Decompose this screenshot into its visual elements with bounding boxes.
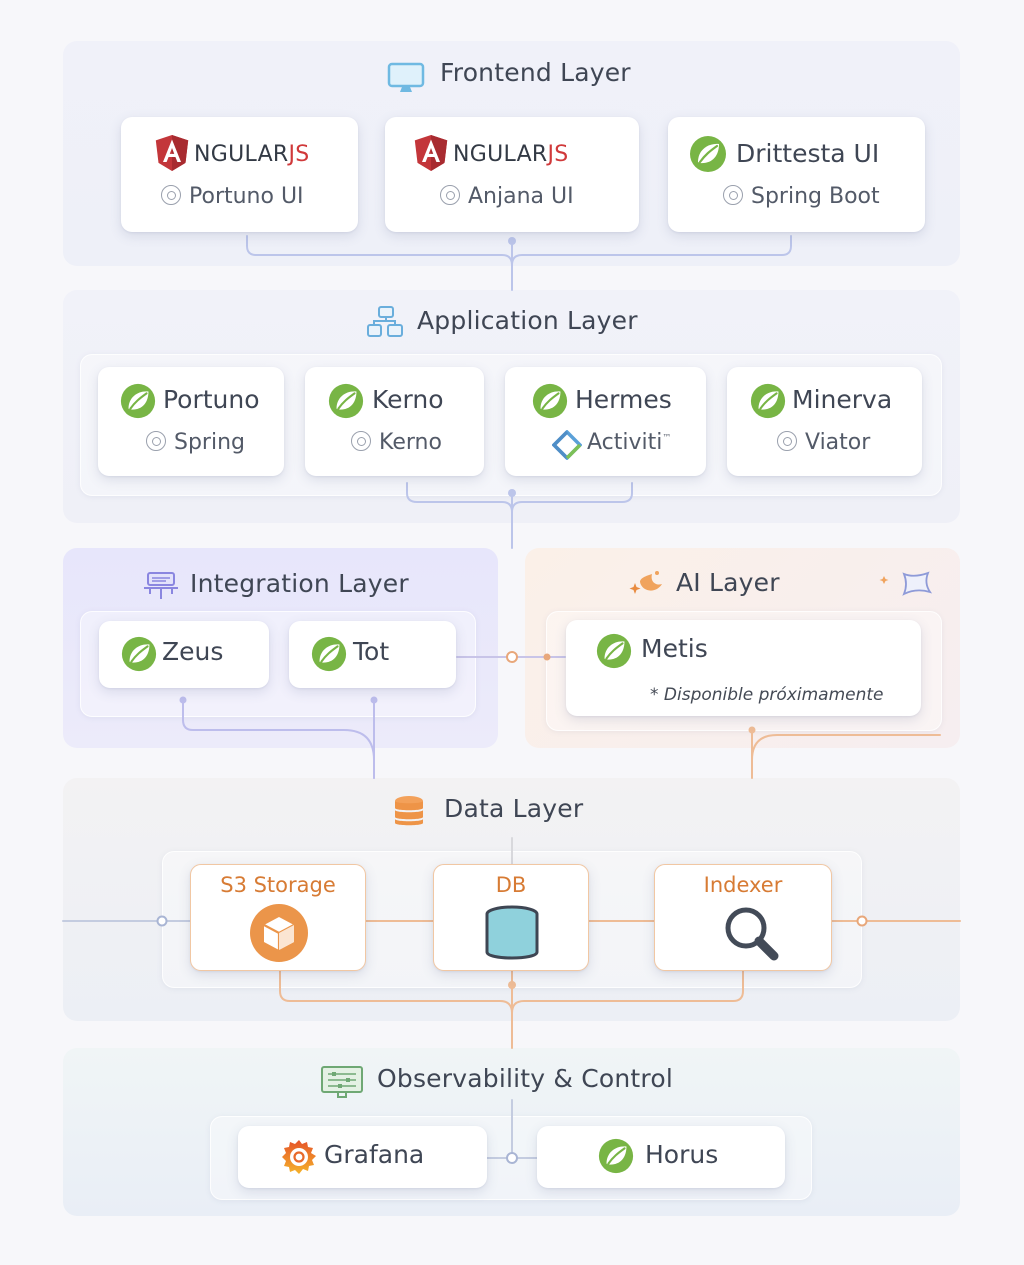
frontend-card-subtitle: Spring Boot [723,184,880,209]
spring-leaf-icon [595,632,633,670]
at-icon [777,431,797,451]
application-card-subtitle: Activiti™ [587,430,672,455]
cube-icon [250,904,308,962]
spring-leaf-icon [119,382,157,420]
integration-card-zeus[interactable]: Zeus [99,621,269,688]
application-card-title: Minerva [792,385,893,414]
coming-soon-note: * Disponible próximamente [650,685,884,705]
angular-icon [154,134,190,172]
application-card-portuno[interactable]: Portuno Spring [98,367,284,476]
application-card-kerno[interactable]: Kerno Kerno [305,367,484,476]
frontend-card-subtitle: Anjana UI [440,184,574,209]
data-card-db[interactable]: DB [433,864,589,971]
integration-card-title: Zeus [162,637,224,666]
at-icon [351,431,371,451]
app-network-icon [367,306,403,337]
observability-card-horus[interactable]: Horus [537,1126,785,1188]
angularjs-wordmark: NGULARJS [194,142,310,167]
ai-card-title: Metis [641,634,708,663]
data-card-s3-storage[interactable]: S3 Storage [190,864,366,971]
observability-card-grafana[interactable]: Grafana [238,1126,487,1188]
spring-leaf-icon [310,635,348,673]
integration-layer-title: Integration Layer [190,569,409,598]
frontend-card-title: Drittesta UI [736,139,880,168]
sparkle-frame-icon [879,571,933,596]
data-layer-title: Data Layer [444,794,584,823]
at-icon [440,185,460,205]
at-icon [161,185,181,205]
observability-card-title: Grafana [324,1140,425,1169]
frontend-card-subtitle: Portuno UI [161,184,304,209]
ai-layer-title: AI Layer [676,568,780,597]
magnifier-icon [725,907,779,961]
at-icon [146,431,166,451]
monitoring-console-icon [321,1066,363,1098]
application-card-title: Portuno [163,385,260,414]
frontend-card-drittesta-ui[interactable]: Drittesta UI Spring Boot [668,117,925,232]
application-card-title: Hermes [575,385,672,414]
observability-card-title: Horus [645,1140,719,1169]
database-icon [485,905,539,960]
monitor-icon [387,62,425,92]
spring-leaf-icon [597,1137,635,1175]
integration-icon [144,572,178,599]
frontend-card-portuno-ui[interactable]: NGULARJS Portuno UI [121,117,358,232]
application-card-minerva[interactable]: Minerva Viator [727,367,922,476]
integration-card-tot[interactable]: Tot [289,621,456,688]
application-card-title: Kerno [372,385,444,414]
database-stack-icon [395,796,423,826]
angularjs-wordmark: NGULARJS [453,142,569,167]
integration-card-title: Tot [353,637,390,666]
ai-card-metis[interactable]: Metis * Disponible próximamente [566,620,921,716]
frontend-card-anjana-ui[interactable]: NGULARJS Anjana UI [385,117,639,232]
ai-spark-icon [629,571,662,594]
spring-leaf-icon [120,635,158,673]
spring-leaf-icon [749,382,787,420]
application-card-hermes[interactable]: Hermes Activiti™ [505,367,706,476]
spring-leaf-icon [327,382,365,420]
application-card-subtitle: Kerno [351,430,442,455]
angular-icon [413,134,449,172]
grafana-icon [282,1140,316,1174]
data-card-label: DB [495,873,527,897]
data-card-indexer[interactable]: Indexer [654,864,832,971]
application-card-subtitle: Spring [146,430,245,455]
application-layer-title: Application Layer [417,306,638,335]
activiti-icon [552,430,582,460]
at-icon [723,185,743,205]
frontend-layer-title: Frontend Layer [440,58,631,87]
application-card-subtitle: Viator [777,430,870,455]
data-card-label: Indexer [703,873,783,897]
spring-leaf-icon [531,382,569,420]
data-card-label: S3 Storage [220,873,336,897]
observability-layer-title: Observability & Control [377,1064,674,1093]
spring-leaf-icon [688,134,728,174]
